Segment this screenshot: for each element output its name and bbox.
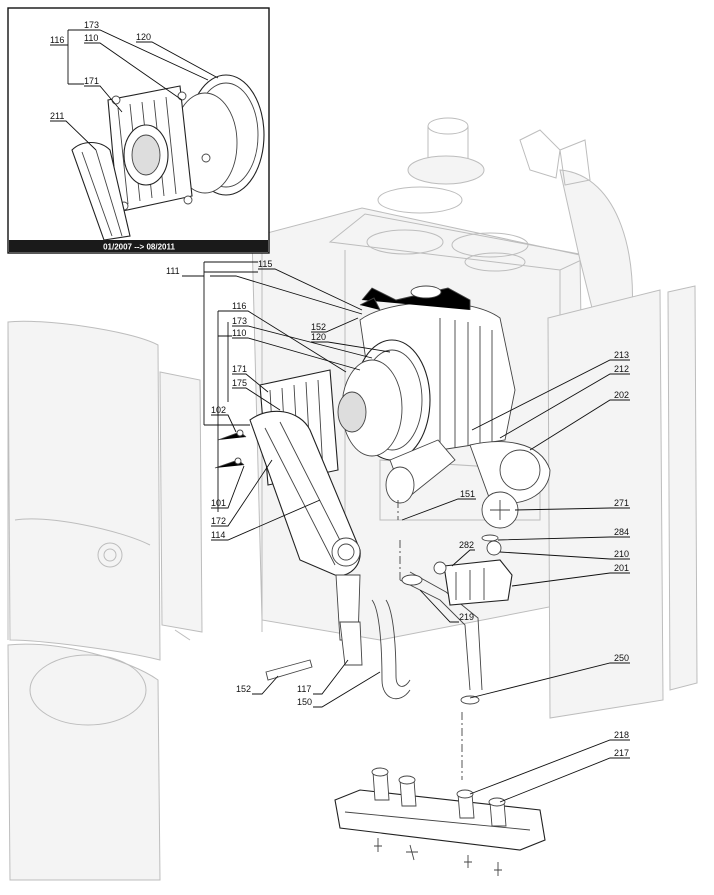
callout-282: 282 [459,540,474,550]
inset-caption-bar [9,240,268,252]
callout-110: 110 [232,328,246,338]
callout-212: 212 [614,364,629,374]
inset-label-173: 173 [84,20,99,30]
callout-114: 114 [211,530,225,540]
electrodes [214,429,247,469]
inset-label-211: 211 [50,111,64,121]
connection-manifold [334,500,546,876]
callout-250: 250 [614,653,629,663]
inset-caption: 01/2007 --> 08/2011 [103,243,175,252]
callout-218: 218 [614,730,629,740]
callout-151: 151 [460,489,475,499]
callout-152-top: 152 [311,322,326,332]
gas-valve [433,559,513,606]
callout-171: 171 [232,364,247,374]
inset-burner-drawing [71,74,265,241]
fan-arm [249,410,361,576]
callout-120: 120 [311,332,326,342]
callout-219: 219 [459,612,474,622]
front-cover-ghost [7,320,203,881]
callout-115: 115 [258,259,272,269]
inset-label-171: 171 [84,76,99,86]
inset-callouts: 173 116 110 120 171 211 [50,20,219,151]
callout-284: 284 [614,527,629,537]
callout-102: 102 [211,405,226,415]
callout-150: 150 [297,697,312,707]
callout-152-bottom: 152 [236,684,251,694]
callout-271: 271 [614,498,629,508]
inset-label-110: 110 [84,33,98,43]
callout-172: 172 [211,516,226,526]
inset-panel: 01/2007 --> 08/2011 173 116 110 120 171 [7,7,270,254]
bottom-fittings [374,838,502,876]
callout-116: 116 [232,301,246,311]
callout-101: 101 [211,498,226,508]
callout-202: 202 [614,390,629,400]
main-callouts: 111 115 152 120 116 173 110 171 175 102 … [166,259,630,803]
pipes [265,571,483,705]
callout-175: 175 [232,378,247,388]
callout-210: 210 [614,549,629,559]
callout-117: 117 [297,684,311,694]
callout-111: 111 [166,266,180,276]
inset-label-116: 116 [50,35,64,45]
inset-label-120: 120 [136,32,151,42]
callout-173: 173 [232,316,247,326]
right-side-panels [547,285,698,719]
callout-213: 213 [614,350,629,360]
pump-assembly [385,439,551,556]
manifold-connectors [371,767,507,827]
callout-217: 217 [614,748,629,758]
callout-201: 201 [614,563,629,573]
